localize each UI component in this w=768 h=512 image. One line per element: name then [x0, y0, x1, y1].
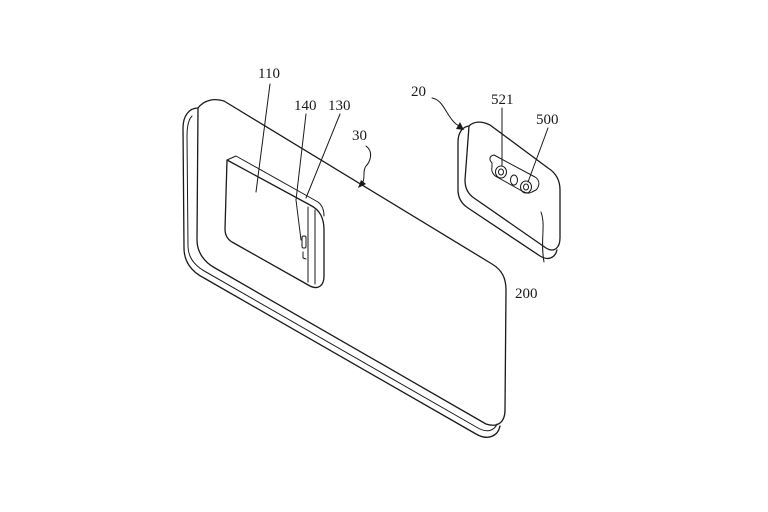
lens-plate [489, 154, 540, 194]
leader-30 [361, 145, 372, 185]
label-130: 130 [328, 98, 351, 114]
lens-middle [510, 174, 518, 186]
label-200: 200 [515, 286, 538, 302]
leader-500 [527, 127, 549, 183]
lens-right-inner [523, 183, 529, 191]
module-side [457, 125, 558, 260]
camera-housing [224, 155, 325, 289]
leader-200 [540, 211, 545, 263]
camera-housing-outer [224, 159, 325, 289]
leader-130 [305, 113, 341, 199]
label-521: 521 [491, 92, 514, 108]
label-140: 140 [294, 98, 317, 114]
lens-slot-shape [301, 235, 307, 249]
phone-inner-rim [186, 115, 498, 432]
arrow-30 [358, 180, 366, 188]
reference-labels: 110 140 130 30 20 521 500 200 [258, 66, 559, 302]
label-500: 500 [536, 112, 559, 128]
lens-slot-detail [302, 251, 307, 260]
leader-110 [255, 83, 271, 193]
label-110: 110 [258, 66, 280, 82]
phone-front-face [196, 99, 507, 426]
lens-right [520, 180, 532, 194]
phone-back-edge [182, 107, 501, 438]
leader-lines [255, 83, 549, 263]
lens-left-inner [498, 168, 504, 176]
leader-140 [295, 113, 307, 241]
label-30: 30 [352, 128, 367, 144]
module-front-face [464, 121, 561, 251]
camera-housing-top [226, 155, 325, 217]
lens-left [495, 165, 507, 179]
phone-body [182, 99, 507, 438]
camera-module [457, 121, 561, 260]
label-20: 20 [411, 84, 426, 100]
leader-20 [431, 97, 463, 129]
arrow-20 [456, 122, 464, 130]
